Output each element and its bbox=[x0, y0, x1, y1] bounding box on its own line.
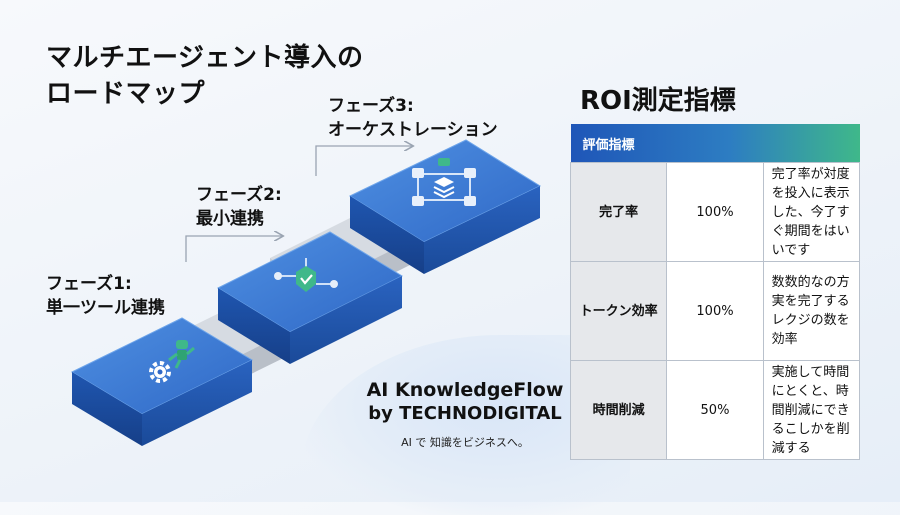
check-node-icon bbox=[274, 258, 338, 292]
brand-tagline: AI で 知識をビジネスへ。 bbox=[401, 436, 529, 449]
robot-icon bbox=[168, 340, 195, 369]
stack-network-icon bbox=[412, 158, 476, 206]
phase1-block bbox=[70, 317, 254, 446]
phase1-label: フェーズ1: 単一ツール連携 bbox=[46, 272, 165, 320]
metric-description: 実施して時間にとくと、時間削減にできるこしかを削減する bbox=[762, 360, 861, 460]
arrow-2-3 bbox=[315, 146, 412, 176]
gear-icon bbox=[149, 361, 171, 383]
metric-value: 50% bbox=[666, 360, 764, 460]
roadmap-stairs bbox=[70, 139, 542, 446]
phase2-name: 最小連携 bbox=[196, 209, 264, 229]
metric-value: 100% bbox=[666, 261, 764, 361]
table-row: 完了率 100% 完了率が対度を投入に表示した、今了すぐ期間をはいいです bbox=[569, 162, 861, 262]
roi-table: 評価指標 完了率 100% 完了率が対度を投入に表示した、今了すぐ期間をはいいで… bbox=[569, 124, 861, 460]
metric-name: 時間削減 bbox=[569, 360, 668, 460]
roi-title: ROI測定指標 bbox=[580, 86, 736, 116]
table-row: 時間削減 50% 実施して時間にとくと、時間削減にできるこしかを削減する bbox=[569, 360, 861, 460]
page-title: マルチエージェント導入の ロードマップ bbox=[46, 43, 364, 109]
phase2-label: フェーズ2: 最小連携 bbox=[196, 183, 282, 231]
phase2-number: フェーズ2: bbox=[196, 185, 282, 205]
phase3-name: オーケストレーション bbox=[328, 120, 498, 140]
phase1-number: フェーズ1: bbox=[46, 274, 132, 294]
metric-name: トークン効率 bbox=[569, 261, 668, 361]
metric-name: 完了率 bbox=[569, 162, 668, 262]
phase1-name: 単一ツール連携 bbox=[46, 298, 165, 318]
roi-header-row: 評価指標 bbox=[570, 124, 860, 163]
metric-description: 数数的なの方実を完了するレクジの数を効率 bbox=[762, 261, 861, 361]
brand-name: AI KnowledgeFlow bbox=[366, 379, 564, 401]
arrow-1-2 bbox=[185, 236, 282, 262]
brand-company: by TECHNODIGITAL bbox=[368, 403, 562, 424]
brand-block: AI KnowledgeFlow by TECHNODIGITAL AI で 知… bbox=[330, 378, 600, 452]
table-row: トークン効率 100% 数数的なの方実を完了するレクジの数を効率 bbox=[569, 261, 861, 361]
roi-header: 評価指標 bbox=[570, 124, 860, 163]
metric-value: 100% bbox=[666, 162, 764, 262]
phase3-number: フェーズ3: bbox=[328, 96, 414, 116]
phase3-label: フェーズ3: オーケストレーション bbox=[328, 94, 498, 142]
metric-description: 完了率が対度を投入に表示した、今了すぐ期間をはいいです bbox=[762, 162, 861, 262]
